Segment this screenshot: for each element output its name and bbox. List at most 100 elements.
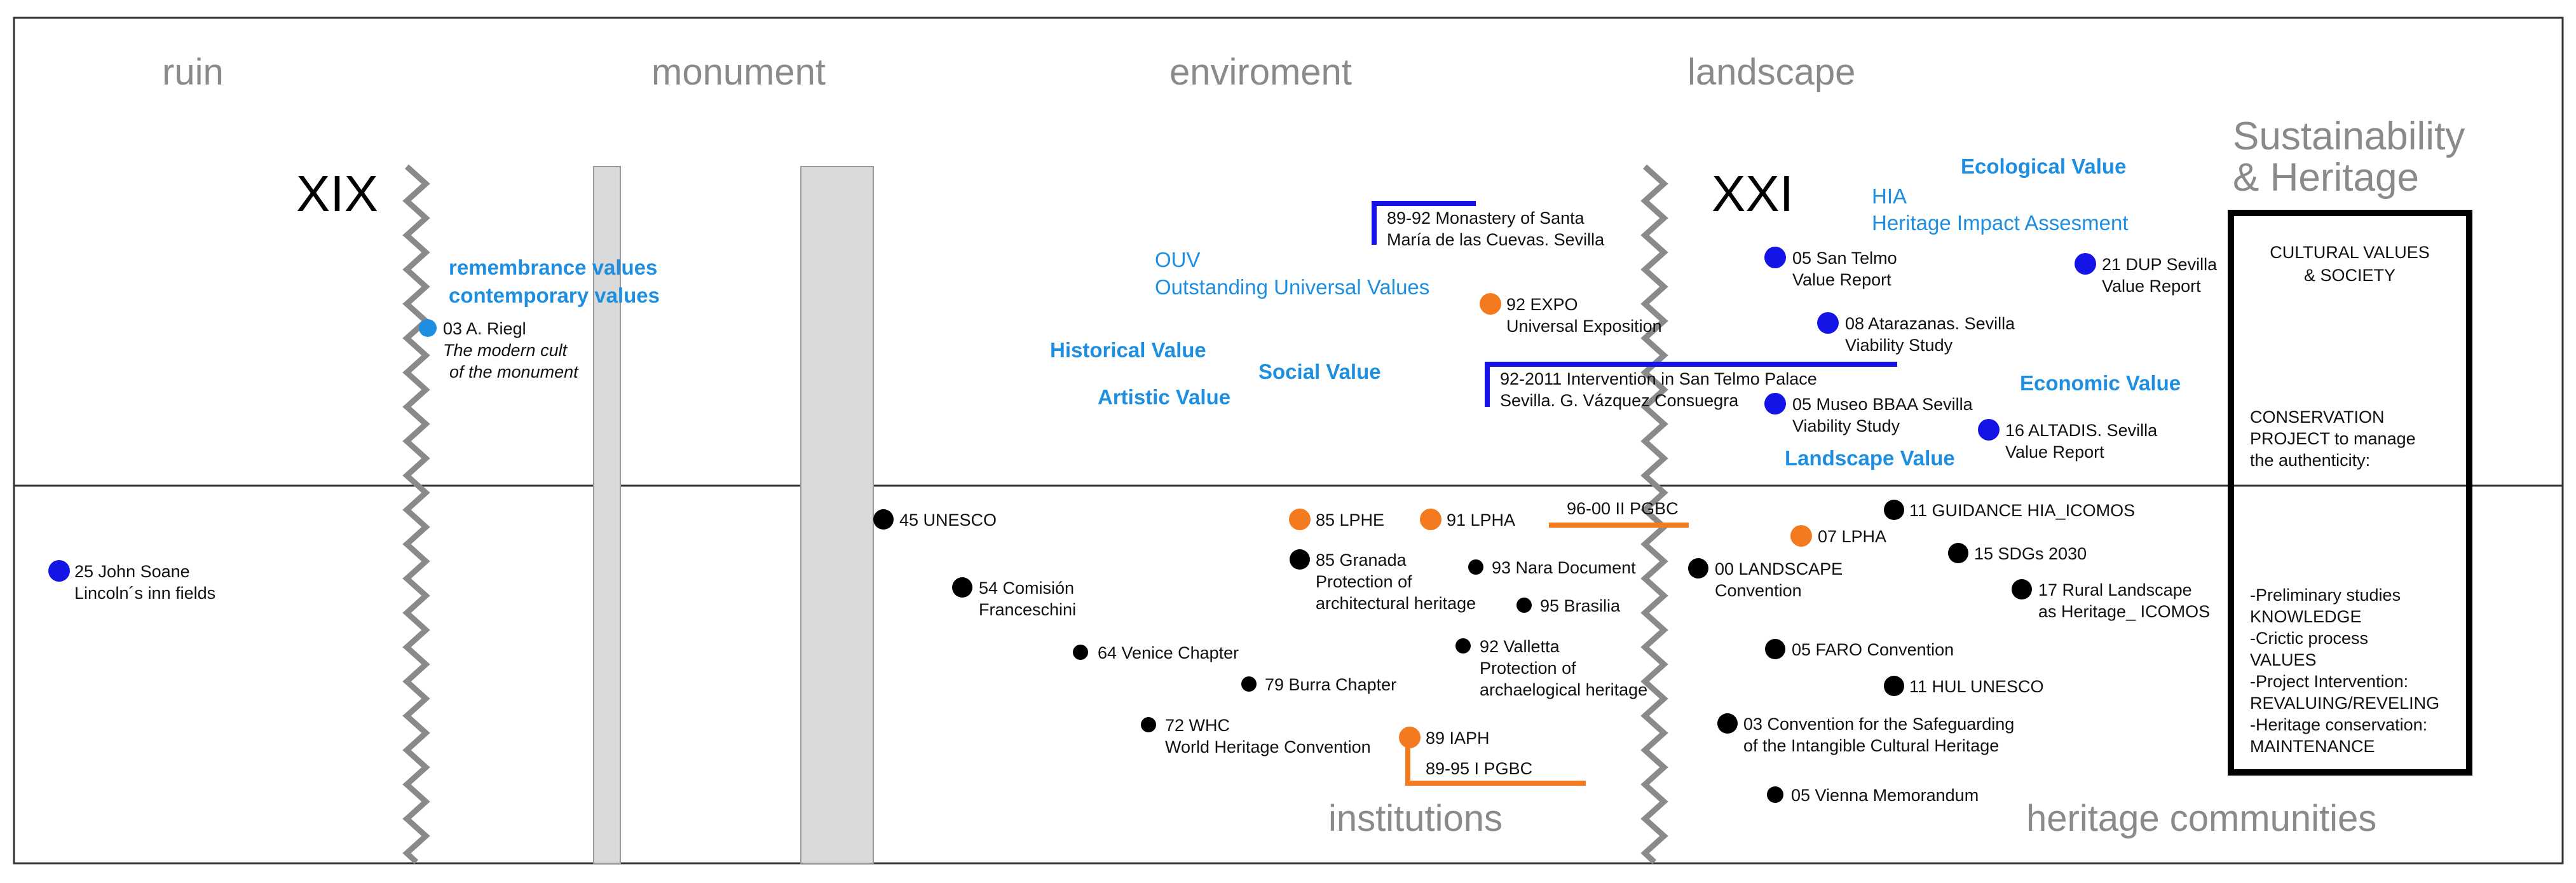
event-dot <box>1289 509 1311 530</box>
event-label: architectural heritage <box>1316 594 1476 613</box>
event-label: 03 A. Riegl <box>443 319 526 338</box>
event-sdgs: 15 SDGs 2030 <box>1948 543 2087 563</box>
box-title-line1: CULTURAL VALUES <box>2270 243 2430 262</box>
gray-bar-narrow <box>593 166 621 864</box>
event-label: The modern cult <box>443 341 568 360</box>
event-whc: 72 WHC World Heritage Convention <box>1141 716 1371 756</box>
event-label: 64 Venice Chapter <box>1098 643 1239 662</box>
event-label: Convention <box>1715 581 1802 600</box>
event-label: 95 Brasilia <box>1540 596 1621 615</box>
event-label: 11 HUL UNESCO <box>1909 677 2044 696</box>
event-dot <box>1688 558 1708 578</box>
box-list-line2: KNOWLEDGE <box>2250 607 2362 626</box>
era-ruin: ruin <box>162 51 224 93</box>
event-valletta: 92 Valletta Protection of archaelogical … <box>1455 637 1647 699</box>
event-label: 17 Rural Landscape <box>2038 580 2192 599</box>
bracket-monastery <box>1372 201 1476 245</box>
event-label: Franceschini <box>979 600 1076 619</box>
value-historical: Historical Value <box>1050 338 1206 362</box>
event-label: 91 LPHA <box>1447 510 1515 530</box>
box-list-line8: MAINTENANCE <box>2250 737 2375 756</box>
event-dot <box>1948 543 1968 563</box>
event-label: of the Intangible Cultural Heritage <box>1743 736 1999 755</box>
section-institutions: institutions <box>1328 798 1503 839</box>
event-dot <box>1073 645 1088 660</box>
event-dot <box>1978 419 2000 441</box>
event-atarazanas: 08 Atarazanas. Sevilla Viability Study <box>1817 312 2015 355</box>
value-landscape: Landscape Value <box>1785 446 1955 470</box>
event-label: archaelogical heritage <box>1480 680 1647 699</box>
event-label: 79 Burra Chapter <box>1265 675 1396 694</box>
event-label: 00 LANDSCAPE <box>1715 559 1843 578</box>
value-hia-short: HIA <box>1872 184 1907 208</box>
event-lpha-91: 91 LPHA <box>1420 509 1515 530</box>
event-label: 25 John Soane <box>74 562 190 581</box>
event-label: 16 ALTADIS. Sevilla <box>2005 421 2158 440</box>
event-label: 85 LPHE <box>1316 510 1384 530</box>
event-label: Universal Exposition <box>1506 317 1662 336</box>
event-dot <box>1290 549 1310 570</box>
event-dot <box>1884 676 1904 696</box>
event-granada: 85 Granada Protection of architectural h… <box>1290 549 1476 613</box>
event-dot <box>1420 509 1441 530</box>
event-dot <box>419 319 437 337</box>
box-conservation-line3: the authenticity: <box>2250 451 2370 470</box>
zigzag-separator-xxi <box>1640 164 1668 865</box>
value-remembrance: remembrance values <box>449 256 657 279</box>
era-environment: enviroment <box>1169 51 1352 93</box>
event-brasilia: 95 Brasilia <box>1516 596 1621 615</box>
event-label: of the monument <box>449 362 579 381</box>
section-heritage-communities: heritage communities <box>2026 798 2376 839</box>
value-economic: Economic Value <box>2020 371 2181 395</box>
value-artistic: Artistic Value <box>1098 385 1230 409</box>
zigzag-separator-xix <box>402 164 430 865</box>
cultural-values-box <box>2228 210 2472 776</box>
event-label: 08 Atarazanas. Sevilla <box>1845 314 2015 333</box>
event-label: Value Report <box>1792 270 1891 289</box>
box-list-line7: -Heritage conservation: <box>2250 715 2427 734</box>
event-label: 89-92 Monastery of Santa <box>1387 209 1585 228</box>
event-dot <box>1455 638 1471 654</box>
event-label: Sevilla. G. Vázquez Consuegra <box>1500 391 1739 410</box>
event-dot <box>1468 559 1483 575</box>
event-label: World Heritage Convention <box>1165 737 1371 756</box>
value-ouv-short: OUV <box>1155 248 1201 271</box>
event-venice: 64 Venice Chapter <box>1073 643 1239 662</box>
event-label: 85 Granada <box>1316 551 1407 570</box>
event-label: 21 DUP Sevilla <box>2102 255 2218 274</box>
event-label: 05 Vienna Memorandum <box>1791 786 1979 805</box>
event-label: Lincoln´s inn fields <box>74 584 215 603</box>
event-dot <box>1817 312 1839 334</box>
event-unesco-45: 45 UNESCO <box>873 509 997 530</box>
century-xix: XIX <box>296 165 378 222</box>
value-contemporary: contemporary values <box>449 284 660 307</box>
event-dot <box>1790 525 1812 547</box>
sustainability-heading-line1: Sustainability <box>2233 114 2465 158</box>
event-burra: 79 Burra Chapter <box>1241 675 1396 694</box>
value-ecological: Ecological Value <box>1961 154 2126 178</box>
bracket-pgbc-i <box>1405 741 1586 786</box>
event-label: 03 Convention for the Safeguarding <box>1743 715 2014 734</box>
event-lpha-07: 07 LPHA <box>1790 525 1886 547</box>
event-label: 92 EXPO <box>1506 295 1578 314</box>
event-dot <box>1764 247 1786 268</box>
event-altadis: 16 ALTADIS. Sevilla Value Report <box>1978 419 2158 462</box>
event-pgbc-ii: 96-00 II PGBC <box>1567 499 1679 518</box>
event-dot <box>1399 727 1421 748</box>
event-santelmo: 05 San Telmo Value Report <box>1764 247 1897 289</box>
event-label: 07 LPHA <box>1818 527 1886 546</box>
event-dot <box>1765 639 1785 659</box>
event-dot <box>1717 713 1738 734</box>
event-label: 05 San Telmo <box>1792 249 1897 268</box>
box-title-line2: & SOCIETY <box>2304 266 2395 285</box>
event-museo: 05 Museo BBAA Sevilla Viability Study <box>1764 393 1973 435</box>
era-monument: monument <box>651 51 826 93</box>
event-pgbc-i: 89-95 I PGBC <box>1426 759 1532 778</box>
event-label: María de las Cuevas. Sevilla <box>1387 230 1605 249</box>
value-ouv-long: Outstanding Universal Values <box>1155 275 1429 299</box>
box-list-line1: -Preliminary studies <box>2250 585 2401 605</box>
event-dup: 21 DUP Sevilla Value Report <box>2075 253 2218 296</box>
event-dot <box>873 509 894 530</box>
value-hia-long: Heritage Impact Assesment <box>1872 211 2129 235</box>
event-label: 89 IAPH <box>1426 729 1490 748</box>
